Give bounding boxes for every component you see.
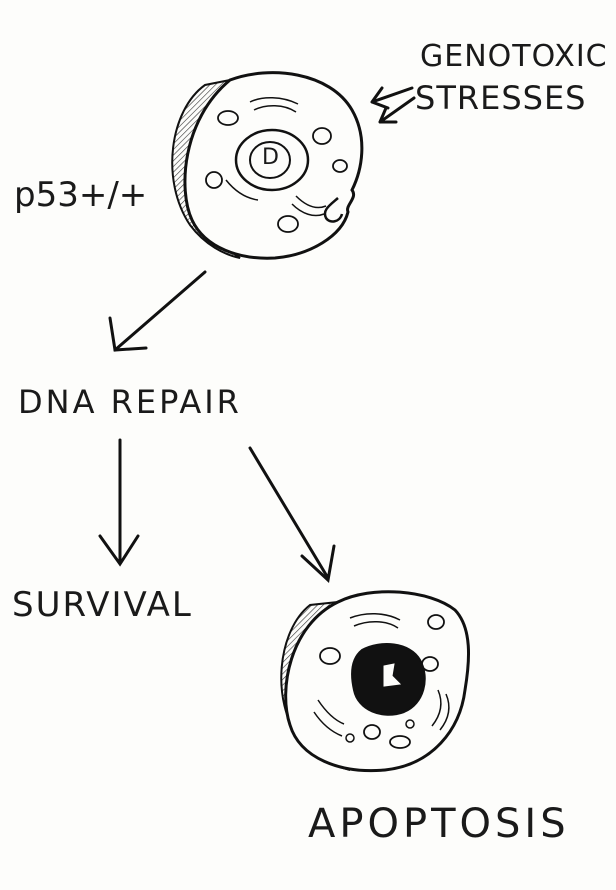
mitochondrion [312,127,332,145]
arrow-to-dna-repair [108,270,207,352]
er-lines [349,613,401,621]
stresses-label: STRESSES [415,79,587,117]
stress-arrows [370,86,416,124]
er-lines [249,97,299,105]
vesicle [405,719,415,729]
mitochondrion [421,656,439,672]
er-lines [439,693,450,731]
er-lines [291,203,325,217]
dna-repair-label: DNA REPAIR [18,383,242,421]
mitochondrion [319,647,341,665]
apoptotic-cell [280,590,471,773]
er-lines [431,689,442,727]
er-lines [225,179,259,201]
apoptosis-label: APOPTOSIS [308,801,570,847]
genotoxic-label: GENOTOXIC [420,39,608,74]
er-lines [295,195,327,209]
er-lines [313,711,343,737]
mitochondrion [205,171,223,189]
mitochondrion [277,215,299,233]
healthy-cell [171,71,364,260]
arrow-to-survival [98,438,140,567]
nucleus-label: D [262,145,279,170]
vesicle [345,733,355,743]
er-lines [353,621,399,629]
survival-label: SURVIVAL [12,585,193,625]
mitochondrion [217,110,239,126]
nucleus-inner [249,141,291,179]
nuclear-fragment [383,663,402,687]
mitochondrion [389,735,411,749]
arrow-to-apoptosis [248,446,336,583]
nucleus-outer [234,128,310,192]
mitochondrion [363,724,381,740]
mitochondrion [427,614,445,630]
membrane-bleb [323,197,344,223]
cell-membrane [183,71,364,260]
er-lines [317,699,345,725]
p53-label: p53+/+ [14,175,148,215]
mitochondrion [332,159,348,173]
er-lines [253,105,297,113]
